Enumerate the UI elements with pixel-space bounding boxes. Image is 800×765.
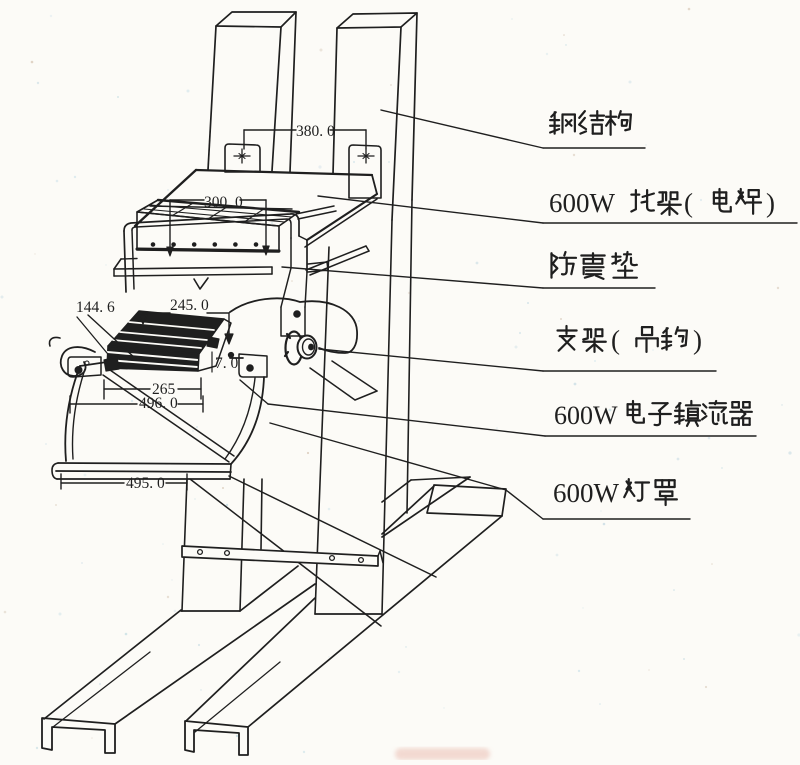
svg-text:300. 0: 300. 0 <box>204 194 243 211</box>
svg-text:600W: 600W <box>553 478 620 508</box>
svg-text:600W: 600W <box>554 401 618 430</box>
svg-text:245. 0: 245. 0 <box>170 297 209 314</box>
svg-text:144. 6: 144. 6 <box>76 299 115 316</box>
svg-text:265: 265 <box>152 381 176 398</box>
svg-text:600W: 600W <box>549 188 616 218</box>
svg-text:7. 0: 7. 0 <box>215 355 239 372</box>
svg-text:): ) <box>766 188 775 218</box>
svg-text:380. 0: 380. 0 <box>296 123 335 140</box>
svg-text:(: ( <box>684 188 693 218</box>
svg-text:): ) <box>693 325 702 355</box>
svg-text:496. 0: 496. 0 <box>139 395 178 412</box>
svg-text:495. 0: 495. 0 <box>126 475 165 492</box>
svg-text:(: ( <box>611 325 620 355</box>
